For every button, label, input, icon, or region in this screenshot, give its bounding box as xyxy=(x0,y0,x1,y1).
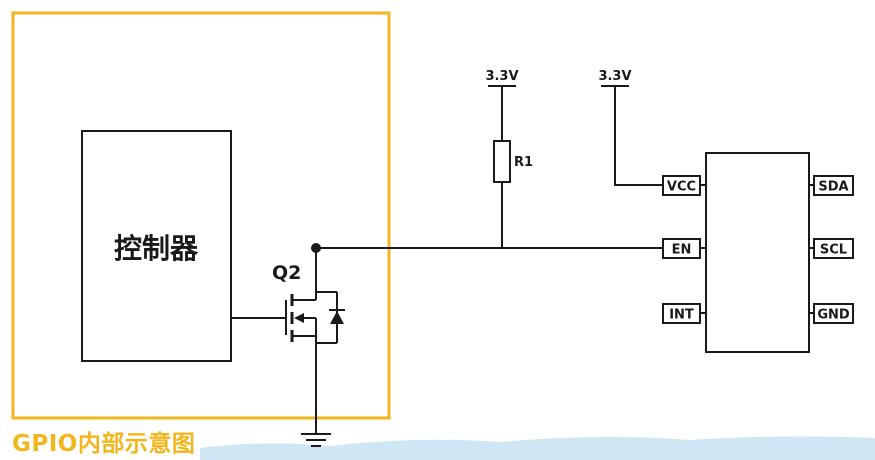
diagram-caption: GPIO内部示意图 xyxy=(12,431,196,457)
transistor-label: Q2 xyxy=(272,262,301,284)
chip-body xyxy=(705,152,810,353)
pin-en-box xyxy=(662,238,701,259)
controller-box xyxy=(81,130,232,362)
body-arrow xyxy=(294,313,304,323)
vcc-supply-label: 3.3V xyxy=(598,69,631,84)
pin-vcc-box xyxy=(662,175,701,196)
vcc-wire xyxy=(614,86,663,186)
junction-dot xyxy=(311,243,321,253)
pin-en-label: EN xyxy=(672,243,692,258)
bottom-wave-decoration xyxy=(200,436,875,460)
pin-sda-box xyxy=(813,175,854,196)
pin-sda-label: SDA xyxy=(818,180,848,195)
pin-gnd-label: GND xyxy=(817,308,850,323)
diode-triangle xyxy=(330,311,344,324)
resistor-r1 xyxy=(493,140,511,183)
pin-scl-label: SCL xyxy=(820,243,847,258)
pin-int-label: INT xyxy=(669,308,694,323)
pin-scl-box xyxy=(813,238,854,259)
controller-label: 控制器 xyxy=(114,232,199,265)
resistor-label: R1 xyxy=(514,155,533,170)
r1-supply-label: 3.3V xyxy=(485,69,518,84)
gpio-boundary-box xyxy=(11,11,391,420)
pin-int-box xyxy=(662,303,701,324)
pin-gnd-box xyxy=(813,303,854,324)
pin-vcc-label: VCC xyxy=(667,180,696,195)
